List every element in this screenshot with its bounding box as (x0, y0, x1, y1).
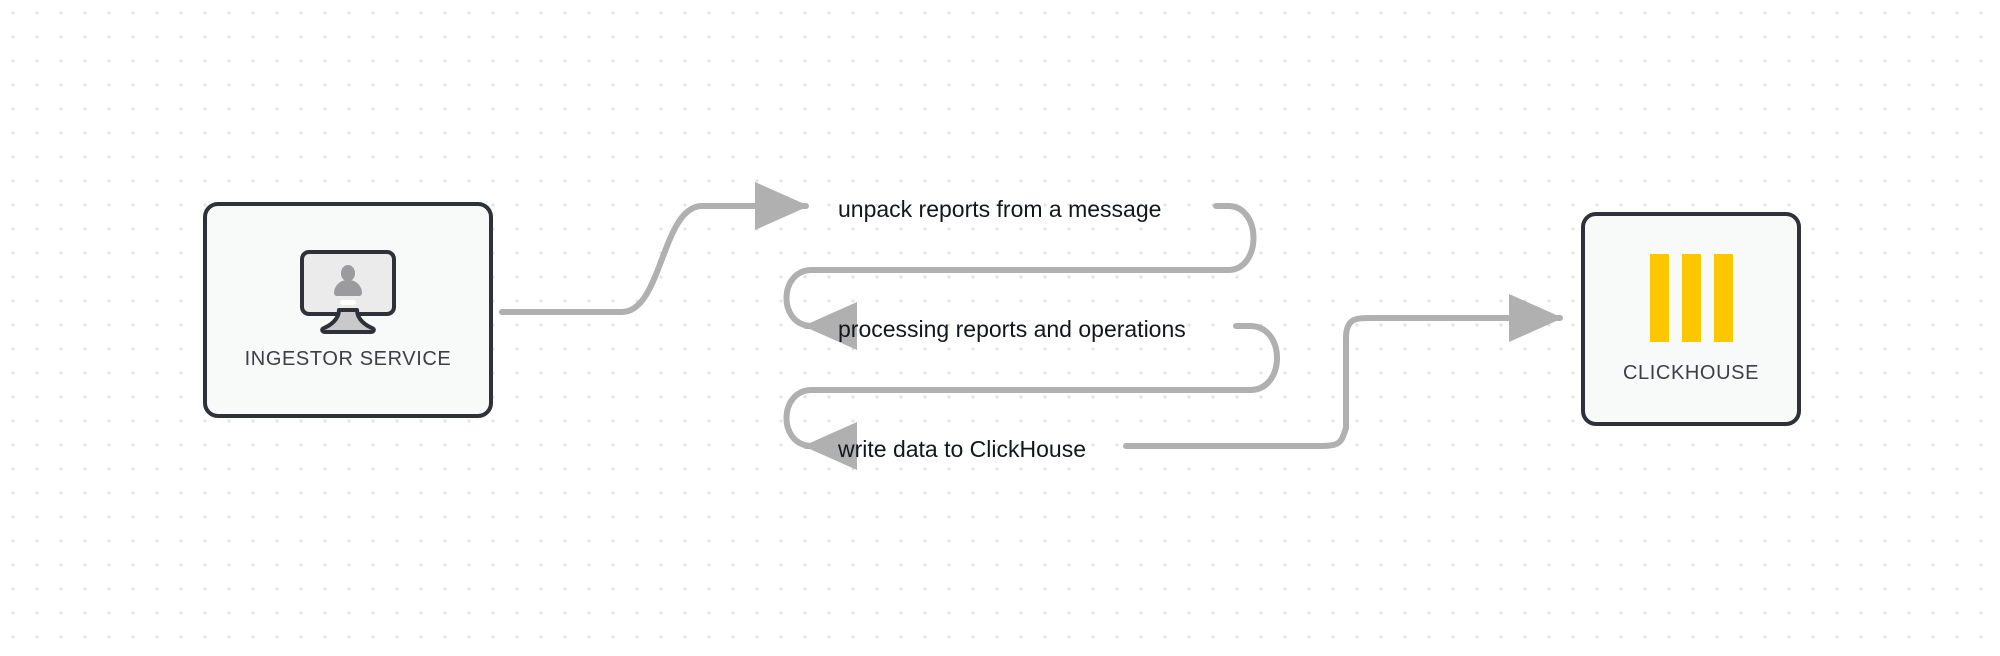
clickhouse-logo-bar (1649, 253, 1669, 342)
edge-label-unpack-reports: unpack reports from a message (838, 196, 1162, 222)
monitor-user-icon (300, 249, 396, 334)
node-ingestor-service[interactable]: INGESTOR SERVICE (203, 202, 493, 418)
wire-edge1-to-edge2 (783, 203, 1257, 350)
user-silhouette-icon (334, 264, 362, 296)
node-clickhouse[interactable]: CLICKHOUSE (1581, 212, 1801, 426)
node-ingestor-label: INGESTOR SERVICE (244, 347, 452, 370)
edge-label-write-data: write data to ClickHouse (838, 436, 1086, 462)
edge-label-processing-reports: processing reports and operations (838, 316, 1186, 342)
clickhouse-logo-icon (1649, 253, 1733, 342)
clickhouse-logo-bar (1681, 253, 1701, 342)
user-head (341, 264, 355, 281)
node-clickhouse-label: CLICKHOUSE (1622, 361, 1760, 384)
monitor-inner-screen (309, 257, 387, 302)
wire-edge3-to-clickhouse (1123, 294, 1563, 449)
monitor-notch (340, 299, 356, 305)
wire-edge2-to-edge3 (783, 323, 1280, 470)
monitor-stand (320, 307, 376, 334)
wire-ingestor-to-edge1 (499, 182, 809, 315)
clickhouse-logo-bar (1713, 253, 1733, 342)
monitor-screen (300, 249, 396, 316)
user-body (334, 279, 362, 296)
